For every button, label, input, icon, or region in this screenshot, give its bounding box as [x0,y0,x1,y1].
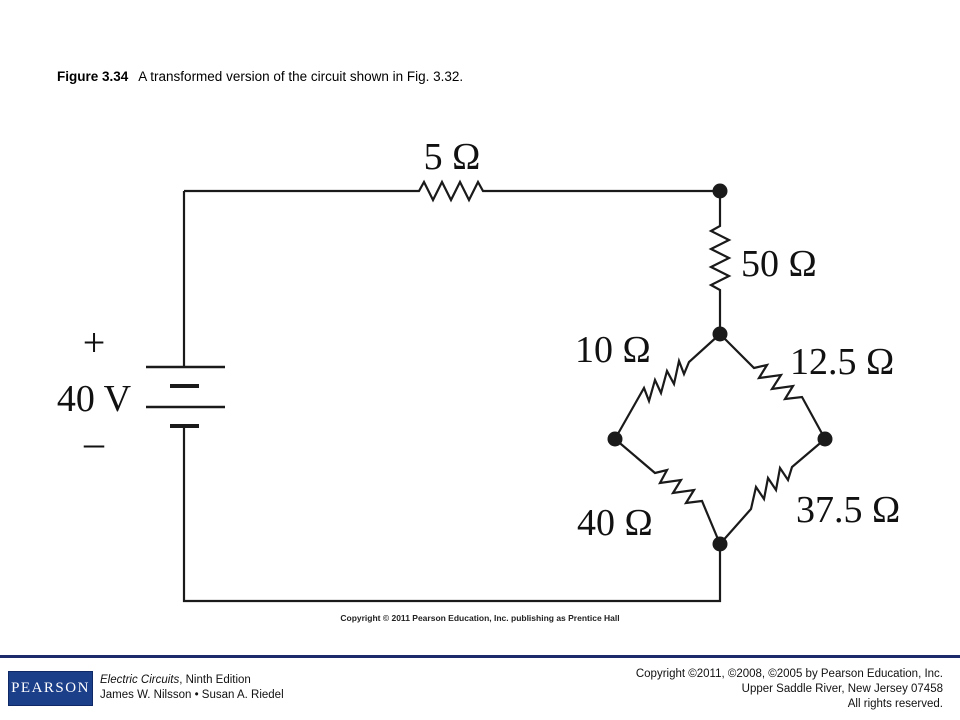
resistor-upper-left [614,333,721,440]
publisher-logo: PEARSON [8,671,93,706]
figure-caption-text: A transformed version of the circuit sho… [138,69,464,84]
node-bridge-right [817,431,833,447]
book-edition: , Ninth Edition [179,674,251,686]
node-bridge-left [607,431,623,447]
wire-bottom [182,426,722,603]
resistor-top-label: 5 Ω [424,136,481,178]
node-top-right [712,183,728,199]
image-copyright: Copyright © 2011 Pearson Education, Inc.… [340,613,620,623]
resistor-lower-left [614,438,722,545]
node-bridge-bottom [712,536,728,552]
footer-divider [0,655,960,658]
footer-copyright: Copyright ©2011, ©2008, ©2005 by Pearson… [636,667,943,712]
book-authors: James W. Nilsson • Susan A. Riedel [100,689,284,701]
source-plus-label: + [83,320,106,365]
copyright-line-1: Copyright ©2011, ©2008, ©2005 by Pearson… [635,668,943,680]
copyright-line-2: Upper Saddle River, New Jersey 07458 [741,683,943,695]
book-info: Electric Circuits, Ninth Edition James W… [100,673,284,703]
figure-label: Figure 3.34 [57,69,129,84]
node-bridge-top [712,326,728,342]
copyright-line-3: All rights reserved. [847,698,943,710]
voltage-source [146,365,225,428]
resistor-upper-right-label: 12.5 Ω [790,341,894,383]
resistor-upper-right [719,333,826,440]
resistor-lower-left-label: 40 Ω [577,502,653,544]
wire-right-upper [708,191,732,334]
resistor-lower-right [719,438,826,545]
book-title: Electric Circuits [100,674,180,686]
resistor-vertical-label: 50 Ω [741,243,817,285]
source-voltage-label: 40 V [57,378,132,420]
resistor-upper-left-label: 10 Ω [575,329,651,371]
source-minus-label: – [83,420,105,465]
wire-top [184,179,720,203]
resistor-lower-right-label: 37.5 Ω [796,489,900,531]
figure-caption: Figure 3.34 A transformed version of the … [57,69,463,84]
